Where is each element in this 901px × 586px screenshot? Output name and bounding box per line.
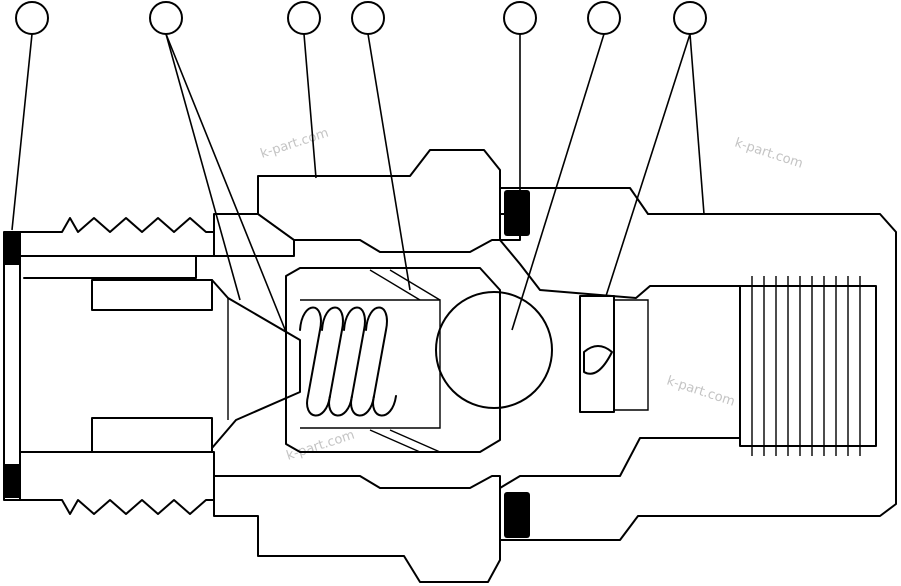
leader-3	[303, 33, 317, 179]
callouts	[15, 1, 707, 35]
leader-4	[367, 33, 411, 291]
spring	[299, 306, 397, 417]
left-seal-top	[5, 233, 19, 265]
leader-1	[11, 33, 33, 231]
leader-7a	[605, 33, 691, 297]
check-ball	[435, 291, 553, 409]
left-seal-bottom	[5, 464, 19, 498]
valve-cage	[285, 267, 501, 453]
right-body	[499, 187, 897, 541]
callout-6[interactable]	[587, 1, 621, 35]
left-face	[3, 231, 21, 501]
callout-4[interactable]	[351, 1, 385, 35]
seal-top-right	[504, 190, 530, 236]
callout-1[interactable]	[15, 1, 49, 35]
leader-7b	[689, 33, 705, 215]
coupling-nut-bottom	[213, 475, 501, 583]
seal-bottom-right	[504, 492, 530, 538]
leader-lines	[11, 33, 705, 333]
leader-6	[511, 33, 605, 331]
callout-7[interactable]	[673, 1, 707, 35]
left-body-top	[19, 217, 215, 279]
callout-2[interactable]	[149, 1, 183, 35]
seat-retainer	[579, 295, 649, 413]
callout-5[interactable]	[503, 1, 537, 35]
inner-sleeve	[91, 279, 301, 453]
watermark-3: k-part.com	[285, 428, 357, 464]
callout-3[interactable]	[287, 1, 321, 35]
left-body-bottom	[19, 451, 215, 515]
leader-2a	[165, 33, 241, 301]
watermark-2: k-part.com	[733, 136, 805, 172]
leader-2b	[165, 33, 287, 333]
watermark-4: k-part.com	[665, 374, 737, 410]
coupling-nut-top	[213, 149, 521, 257]
watermark-1: k-part.com	[259, 126, 331, 162]
